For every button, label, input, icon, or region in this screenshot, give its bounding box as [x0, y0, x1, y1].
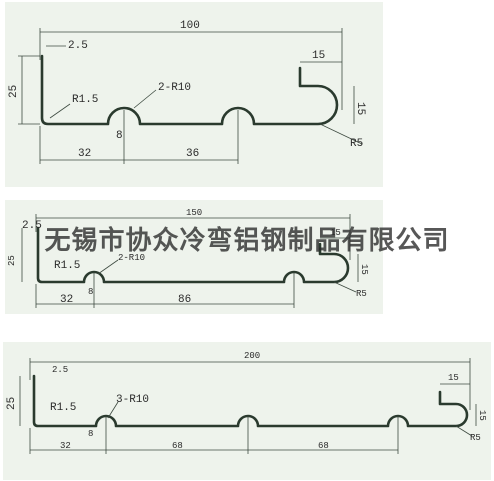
label-hook-radius: R5: [470, 433, 481, 443]
label-spacing-left: 32: [60, 294, 73, 306]
profile-outline: [40, 54, 339, 126]
profile-drawing-150: 150 2.5 25 R1.5 2-R10 8 32 86 15 15 R5: [0, 198, 494, 318]
drawing-background: [5, 2, 383, 187]
dim-leader-r5: [455, 425, 473, 437]
label-bend-radius: R1.5: [54, 260, 80, 272]
dim-leader-r10: [97, 259, 119, 275]
label-spacing-mid: 36: [186, 148, 199, 160]
label-hook-radius: R5: [356, 289, 367, 299]
label-hook-width: 15: [312, 50, 325, 62]
label-spacing-mid: 86: [178, 294, 191, 306]
label-rib-depth: 8: [116, 130, 123, 142]
label-lip: 2.5: [22, 220, 42, 232]
label-rib-radius: 3-R10: [116, 394, 149, 406]
label-spacing-mid-2: 68: [318, 441, 329, 451]
label-rib-radius: 2-R10: [158, 82, 191, 94]
profile-drawing-100: 100 2.5 25 R1.5 2-R10 8 32 36 15 15 R5: [0, 0, 494, 190]
label-hook-height: 15: [359, 264, 369, 275]
label-bend-radius: R1.5: [50, 402, 76, 414]
profile-outline: [32, 374, 469, 428]
label-overall-width: 150: [186, 208, 202, 218]
label-rib-depth: 8: [88, 429, 93, 439]
label-hook-height: 15: [354, 102, 366, 115]
label-bend-radius: R1.5: [72, 94, 98, 106]
label-lip: 2.5: [68, 40, 88, 52]
label-hook-width: 15: [330, 228, 341, 238]
label-spacing-mid-1: 68: [172, 441, 183, 451]
label-height: 25: [7, 255, 17, 266]
label-rib-depth: 8: [88, 287, 93, 297]
drawing-background: [3, 342, 491, 480]
label-overall-width: 100: [180, 20, 200, 32]
drawing-background: [5, 200, 383, 314]
label-height: 25: [6, 397, 18, 410]
label-overall-width: 200: [244, 351, 260, 361]
label-height: 25: [8, 85, 20, 98]
dim-leader-r10: [107, 401, 119, 419]
label-spacing-left: 32: [60, 441, 71, 451]
dim-leader-r15: [49, 103, 71, 119]
label-lip: 2.5: [52, 365, 68, 375]
label-hook-width: 15: [448, 373, 459, 383]
label-hook-height: 15: [477, 410, 487, 421]
dim-leader-r10: [133, 89, 157, 109]
label-rib-radius: 2-R10: [118, 253, 145, 263]
dim-leader-r5: [333, 281, 357, 293]
dim-leader-r5: [319, 123, 363, 145]
label-hook-radius: R5: [350, 138, 363, 150]
profile-drawing-200: 200 2.5 25 R1.5 3-R10 8 32 68 68 15 15 R…: [0, 338, 494, 481]
label-spacing-left: 32: [78, 148, 91, 160]
profile-outline: [36, 226, 350, 284]
